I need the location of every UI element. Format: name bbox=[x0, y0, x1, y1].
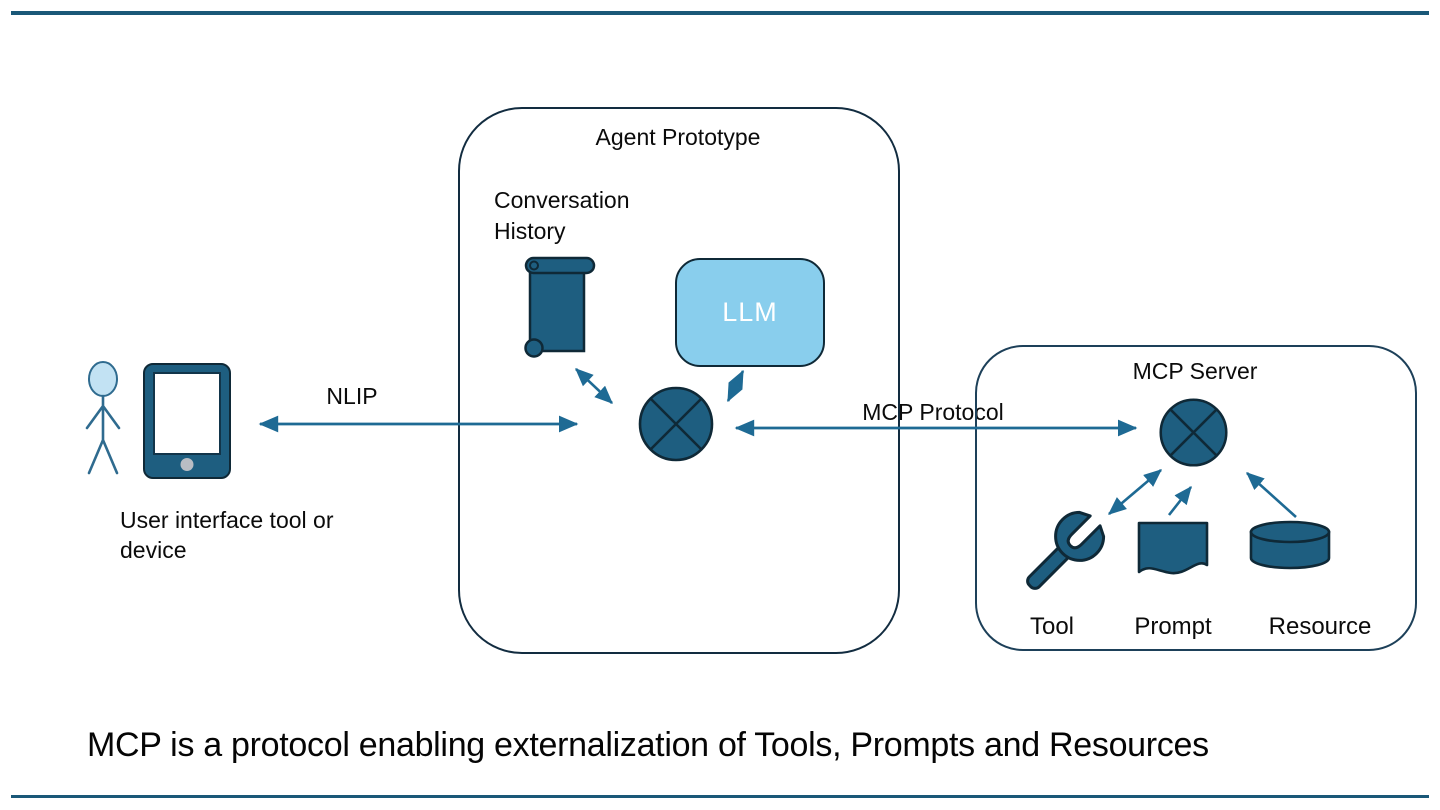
database-cylinder-icon bbox=[1249, 520, 1331, 570]
mcp-server-box bbox=[975, 345, 1417, 651]
tablet-screen bbox=[153, 372, 221, 455]
document-icon bbox=[1137, 521, 1209, 575]
stick-figure-icon bbox=[85, 361, 121, 475]
top-divider bbox=[11, 11, 1429, 15]
device-label: User interface tool or device bbox=[120, 507, 334, 563]
caption-text: MCP is a protocol enabling externalizati… bbox=[87, 726, 1209, 764]
bottom-divider bbox=[11, 795, 1429, 798]
home-button-dot bbox=[180, 458, 194, 471]
tool-label: Tool bbox=[1029, 613, 1075, 640]
llm-box: LLM bbox=[675, 258, 825, 367]
resource-label: Resource bbox=[1268, 613, 1372, 640]
mcp-server-title: MCP Server bbox=[1132, 358, 1258, 384]
wrench-icon bbox=[1026, 510, 1106, 590]
conversation-history-label: Conversation History bbox=[494, 187, 630, 244]
scroll-icon bbox=[524, 256, 596, 358]
agent-box-title: Agent Prototype bbox=[595, 124, 761, 150]
agent-multiplex-circle-icon bbox=[638, 386, 714, 462]
server-multiplex-circle-icon bbox=[1159, 398, 1228, 467]
tablet-icon bbox=[143, 363, 231, 479]
agent-prototype-box bbox=[458, 107, 900, 654]
prompt-label: Prompt bbox=[1134, 613, 1212, 640]
nlip-label: NLIP bbox=[326, 383, 378, 409]
llm-label: LLM bbox=[722, 297, 778, 327]
